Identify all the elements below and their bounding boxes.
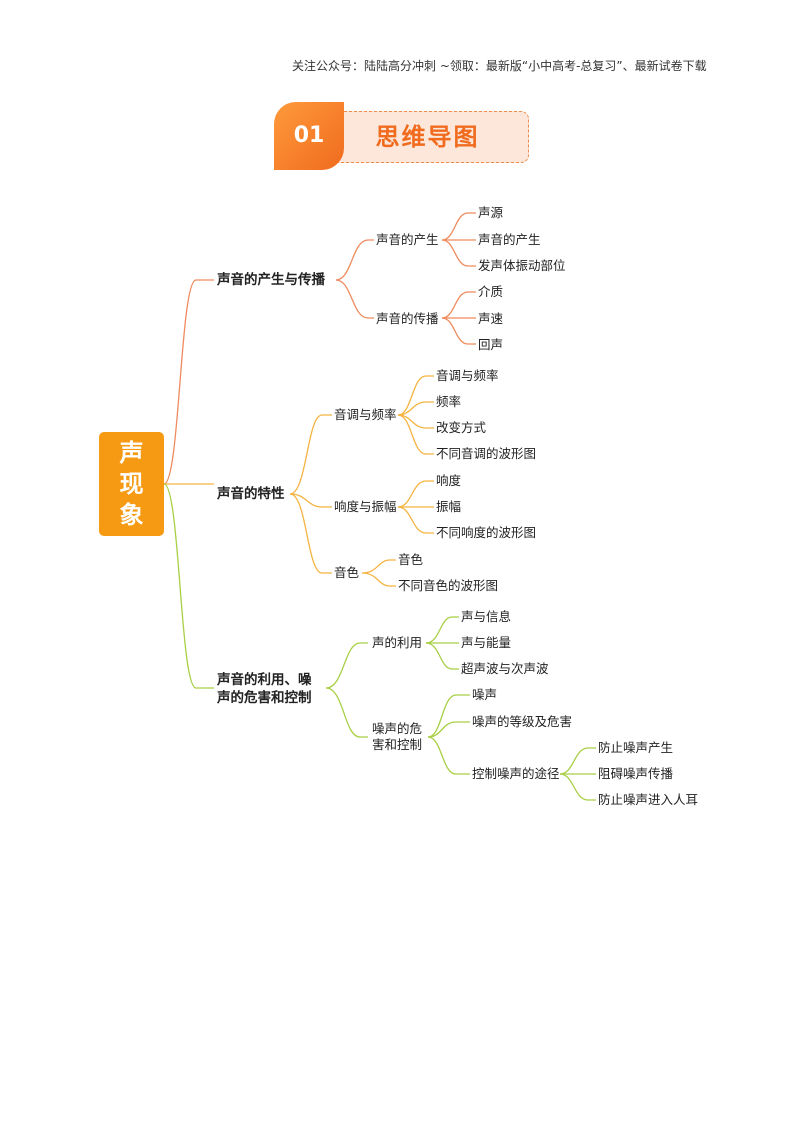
connector: [335, 239, 374, 281]
node-sound-use: 声的利用: [372, 635, 423, 650]
connector: [425, 616, 459, 644]
banner-number: 01: [293, 123, 325, 148]
leaf-node: 不同音调的波形图: [436, 446, 537, 461]
connector: [163, 483, 214, 689]
leaf-node: 声源: [478, 205, 504, 220]
connector: [427, 694, 470, 738]
banner-title: 思维导图: [375, 123, 480, 151]
header-note: 关注公众号：陆陆高分冲刺 ~领取：最新版“小中高考-总复习”、最新试卷下载: [292, 59, 707, 73]
connector: [427, 721, 470, 738]
leaf-node: 改变方式: [436, 420, 487, 435]
leaf-node: 声与信息: [461, 609, 512, 624]
leaf-node: 音色: [398, 552, 424, 567]
leaf-node: 声与能量: [461, 635, 512, 650]
leaf-node: 频率: [436, 394, 462, 409]
connector: [397, 480, 434, 508]
branch-sound-characteristics: 声音的特性: [217, 486, 285, 502]
node-sound-generation: 声音的产生: [376, 232, 439, 247]
connector: [289, 493, 332, 508]
branch-label-line: 声的危害和控制: [217, 690, 312, 706]
root-char: 声: [119, 438, 144, 467]
leaf-node: 发声体振动部位: [478, 258, 566, 273]
connector: [335, 279, 374, 319]
leaf-node: 超声波与次声波: [461, 661, 549, 676]
leaf-node: 防止噪声产生: [598, 740, 674, 755]
connector: [397, 414, 434, 455]
connector: [441, 317, 476, 345]
node-pitch-frequency: 音调与频率: [334, 407, 397, 422]
leaf-node: 音调与频率: [436, 368, 499, 383]
connector: [427, 736, 470, 775]
branch-sound-use-noise: 声音的利用、噪 声的危害和控制: [217, 671, 312, 707]
section-banner: 思维导图 01: [274, 102, 532, 170]
leaf-node: 振幅: [436, 499, 462, 514]
node-noise-control-methods: 控制噪声的途径: [472, 766, 560, 781]
leaf-node: 防止噪声进入人耳: [598, 792, 699, 807]
leaf-node: 阻碍噪声传播: [598, 766, 674, 781]
connector: [325, 687, 368, 738]
connector: [559, 773, 596, 801]
connector: [325, 642, 368, 689]
connector: [163, 279, 214, 485]
banner-number-badge: [274, 102, 344, 170]
node-sound-propagation: 声音的传播: [376, 311, 439, 326]
leaf-node: 介质: [478, 284, 504, 299]
node-label-line: 害和控制: [372, 737, 423, 752]
node-timbre: 音色: [334, 565, 360, 580]
node-label-line: 噪声的危: [372, 721, 423, 736]
node-noise-hazard-control: 噪声的危 害和控制: [372, 721, 422, 753]
root-node: 声 现 象: [99, 432, 164, 536]
connector: [441, 291, 476, 319]
connector: [361, 559, 396, 574]
connector: [289, 493, 332, 574]
branch-sound-production: 声音的产生与传播: [217, 272, 325, 288]
connector: [441, 239, 476, 267]
leaf-node: 回声: [478, 337, 504, 352]
leaf-node: 不同响度的波形图: [436, 525, 537, 540]
leaf-node: 声速: [478, 311, 504, 326]
connector: [289, 414, 332, 495]
leaf-node: 噪声的等级及危害: [472, 714, 573, 729]
leaf-node: 噪声: [472, 687, 498, 702]
leaf-node: 不同音色的波形图: [398, 578, 499, 593]
connector: [441, 212, 476, 241]
connector: [397, 506, 434, 534]
banner-title-box: [326, 111, 529, 163]
branch-label-line: 声音的利用、噪: [217, 672, 312, 688]
connector: [361, 572, 396, 587]
connector: [397, 401, 434, 416]
connector: [397, 375, 434, 416]
leaf-node: 响度: [436, 473, 462, 488]
connector: [559, 747, 596, 775]
root-char: 象: [119, 500, 144, 529]
connector: [425, 642, 459, 670]
node-loudness-amplitude: 响度与振幅: [334, 499, 397, 514]
leaf-node: 声音的产生: [478, 232, 541, 247]
root-char: 现: [119, 469, 144, 498]
